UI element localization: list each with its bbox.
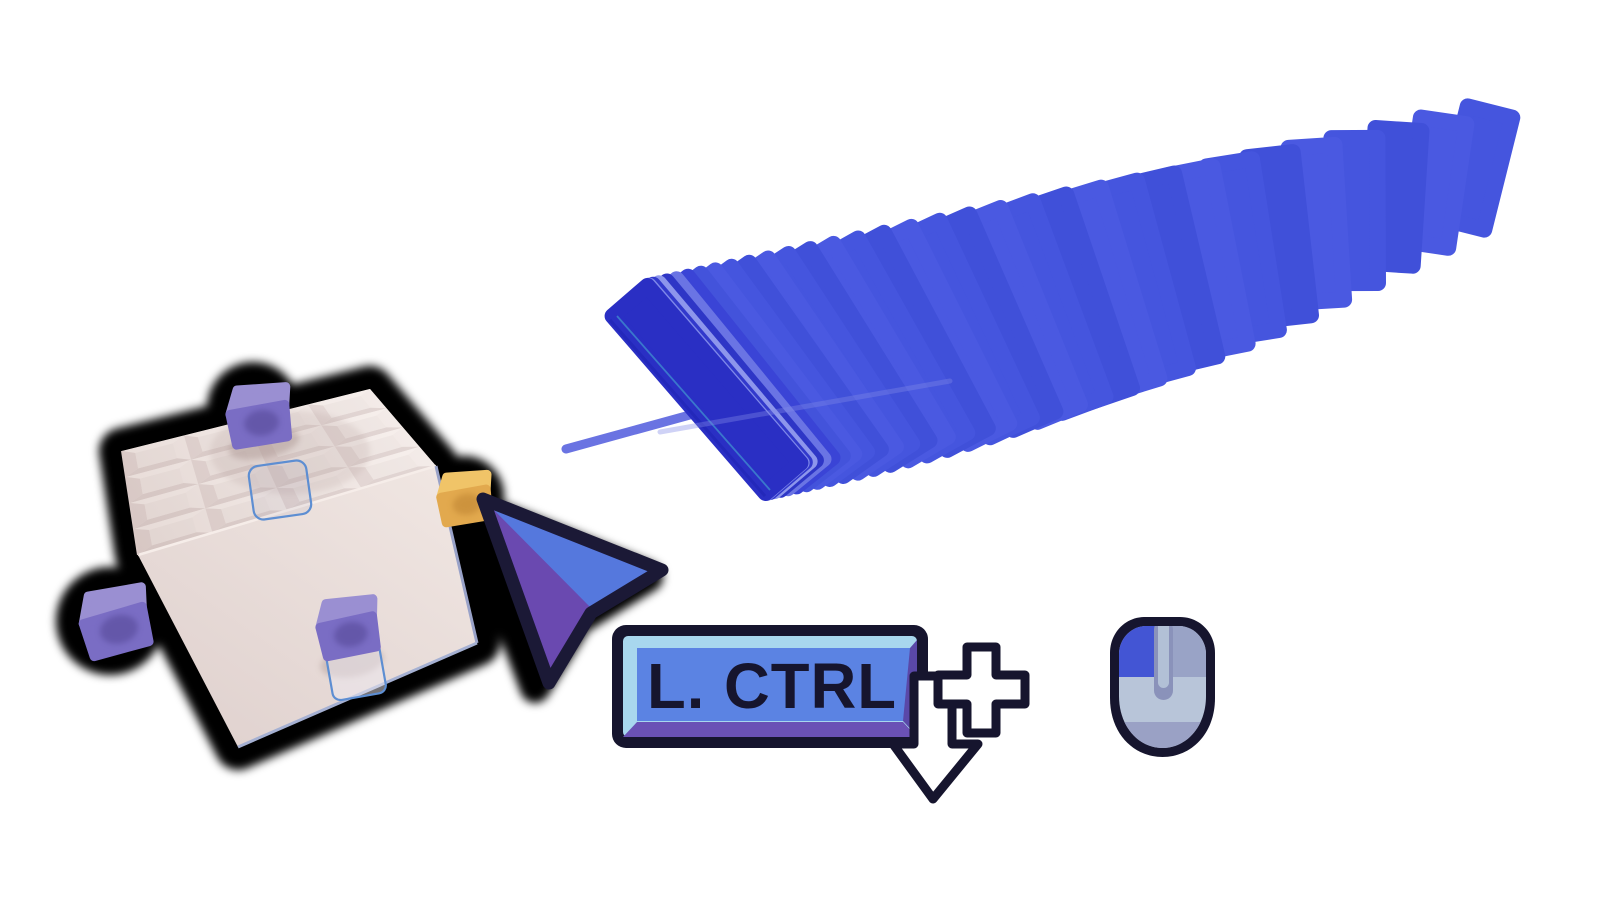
cursor-fill-purple (483, 499, 662, 683)
plus-icon (933, 642, 1030, 738)
ctrl-key-cap: L. CTRL (612, 625, 928, 748)
trail-stamp (604, 278, 809, 501)
cursor-outline (476, 492, 669, 690)
cube-front-face (138, 466, 477, 747)
cursor-icon (476, 492, 669, 690)
voxel-top (225, 382, 293, 450)
key-bevel-bottom (623, 722, 917, 737)
mouse-icon (1110, 617, 1215, 757)
trail-edge-line (608, 319, 767, 497)
voxel-shading (452, 493, 482, 515)
selection-trail (561, 98, 1521, 501)
voxel-shading (334, 621, 368, 647)
selection-outline-top (247, 459, 313, 521)
voxel-shading (100, 614, 138, 644)
cube-ridge-edge (137, 464, 437, 557)
key-label: L. CTRL (647, 650, 897, 722)
voxel-shading (244, 410, 279, 436)
cursor-fill-blue (483, 499, 662, 611)
voxel-front (315, 594, 381, 662)
mouse-wheel (1158, 626, 1169, 688)
cube-left-edge (121, 450, 139, 556)
trail-edge-accent (616, 315, 771, 491)
trail-seam (657, 378, 953, 435)
voxel-left (78, 582, 154, 662)
key-face (637, 648, 910, 721)
